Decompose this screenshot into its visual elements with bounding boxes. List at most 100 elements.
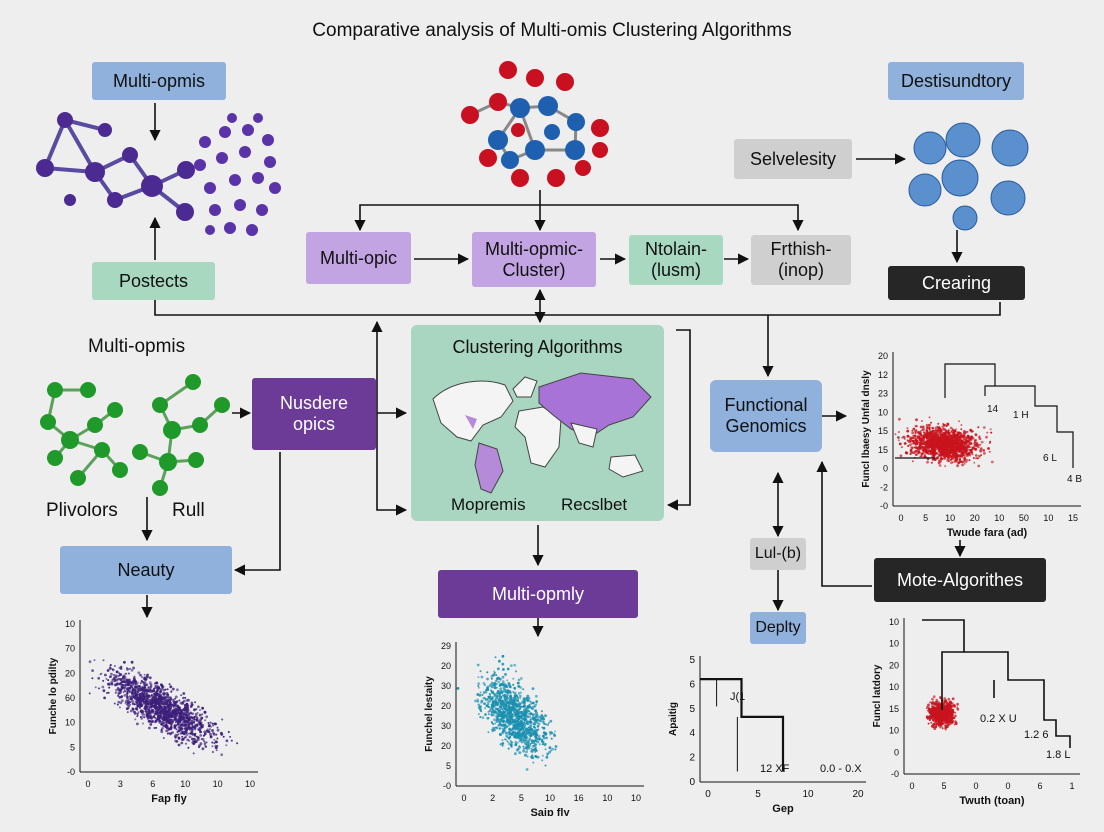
scatter-point [957,443,960,446]
panel-title: Clustering Algorithms [452,337,623,357]
scatter-point [957,450,960,453]
chart-annotation: 1.8 L [1046,749,1070,761]
scatter-point [506,667,510,671]
scatter-point [536,737,540,741]
scatter-point [947,456,950,460]
scatter-point [906,429,910,433]
scatter-point [907,445,910,447]
scatter-point [497,724,500,727]
scatter-point [494,707,497,710]
scatter-point [215,733,218,736]
scatter-point [126,688,130,692]
scatter-point [952,444,955,447]
scatter-point [519,721,522,725]
scatter-point [926,705,929,708]
scatter-point [956,464,959,468]
scatter-point [954,459,958,463]
scatter-point [187,746,190,749]
scatter-point [489,707,493,710]
scatter-point [947,429,950,432]
scatter-point [527,696,531,700]
scatter-point [519,694,522,698]
y-tick-label: 10 [65,619,75,629]
scatter-point [171,687,175,691]
scatter-point [130,668,134,672]
scatter-point [494,703,498,707]
y-axis-label: Apaitig [668,702,679,736]
scatter-point [180,741,184,745]
scatter-point [948,707,951,710]
scatter-point [498,695,501,698]
scatter-point [144,683,147,687]
scatter-point [949,709,953,713]
scatter-point [200,716,204,720]
scatter-point [177,733,180,736]
scatter-point [501,714,505,718]
scatter-point [927,703,930,707]
scatter-point [519,738,523,742]
scatter-point [972,457,975,459]
scatter-point [195,725,198,728]
scatter-point [123,660,126,664]
scatter-point [191,737,194,741]
scatter-point [139,688,142,691]
scatter-point [937,446,940,449]
scatter-point [158,691,162,695]
scatter-point [175,728,178,731]
scatter-point [914,430,917,433]
x-tick-label: 0 [461,793,466,803]
scatter-point [193,733,197,736]
scatter-point [959,432,962,435]
scatter-point [132,666,135,670]
scatter-point [494,697,497,700]
scatter-point [207,724,211,728]
x-tick-label: 0 [898,513,903,523]
scatter-point [497,667,500,670]
scatter-point [190,731,193,735]
scatter-point [145,689,148,693]
scatter-point [183,699,186,703]
scatter-point [101,685,105,689]
scatter-point [531,751,534,754]
scatter-point [88,660,92,664]
scatter-point [122,691,125,693]
scatter-point [194,724,197,727]
connector-top-bracket [354,204,804,232]
scatter-point [927,707,931,711]
scatter-point [507,742,511,746]
scatter-point [151,695,155,698]
scatter-point [129,703,132,706]
scatter-point [495,682,498,685]
scatter-point [932,433,935,436]
scatter-point [148,695,151,698]
x-tick-label: 20 [852,789,864,800]
scatter-point [508,712,512,716]
scatter-point [225,739,229,743]
scatter-point [930,710,934,713]
scatter-point [131,682,135,686]
scatter-point [503,690,506,693]
scatter-point [544,732,548,735]
scatter-point [137,697,140,700]
scatter-point [142,701,145,704]
scatter-point [487,710,490,713]
scatter-point [194,738,197,742]
scatter-point [514,728,517,731]
scatter-point [126,695,129,699]
scatter-point [516,736,519,739]
x-tick-label: 20 [970,513,980,523]
scatter-point [959,443,962,446]
scatter-point [159,711,162,714]
scatter-point [509,691,512,694]
scatter-point [107,682,110,686]
scatter-point [126,698,129,701]
scatter-point [203,730,207,734]
scatter-point [496,691,499,695]
scatter-point [100,672,103,675]
scatter-point [980,440,984,444]
scatter-point [185,707,189,711]
scatter-point [526,755,529,758]
scatter-point [158,687,161,690]
scatter-point [168,711,171,714]
